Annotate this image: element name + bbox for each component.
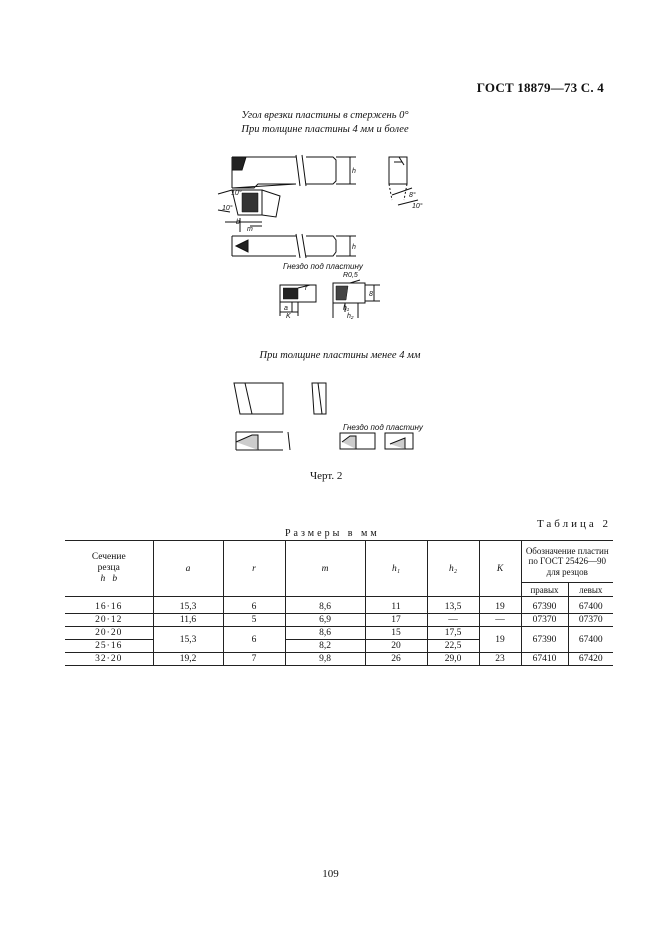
cell-left: 07370: [567, 613, 613, 627]
cell-m: 8,2: [284, 639, 366, 653]
cell-h1: 17: [364, 613, 428, 627]
cell-left: 67400: [567, 626, 613, 653]
table-row: 32·20 19,2 7 9,8 26 29,0 23 67410 67420: [65, 652, 613, 666]
table-label: Таблица 2: [536, 518, 611, 530]
header-m: m: [284, 540, 366, 597]
cell-h2: 22,5: [426, 639, 479, 653]
cell-h1: 15: [364, 626, 428, 640]
cutter-drawing-thin: [233, 382, 414, 451]
cell-section: 20·12: [65, 613, 154, 627]
header-left: левых: [567, 582, 613, 597]
dim-r05-label: R0,5: [343, 272, 358, 279]
cell-h2: 17,5: [426, 626, 480, 640]
cell-a: 19,2: [152, 652, 224, 666]
dim-b-label: b: [236, 219, 240, 226]
page-number: 109: [322, 868, 339, 880]
dim-a-label: a: [284, 305, 288, 312]
cell-k: —: [478, 613, 522, 627]
seat-label-top: Гнездо под пластину: [283, 262, 363, 271]
dim-angle-10-label: 10°: [231, 189, 242, 197]
header-h1: h₁: [364, 540, 428, 597]
table-row: 25·16 8,2 20 22,5: [65, 639, 613, 653]
cell-k: 19: [478, 601, 522, 614]
header-right: правых: [521, 582, 569, 597]
figure-caption-line1: Угол врезки пластины в стержень 0°: [241, 110, 409, 121]
figure-caption: Черт. 2: [310, 470, 343, 482]
table-row: 16·16 15,3 6 8,6 11 13,5 19 67390 67400: [65, 601, 613, 614]
dim-h1-label: h₁: [343, 305, 350, 312]
seat-label-bottom: Гнездо под пластину: [343, 423, 423, 432]
header-r: r: [222, 540, 286, 597]
cell-h1: 11: [364, 601, 428, 614]
cell-a: 11,6: [152, 613, 224, 627]
cell-section: 32·20: [65, 652, 154, 666]
cell-right: 67390: [520, 601, 569, 614]
cell-m: 8,6: [284, 626, 366, 640]
table-row: 20·20 15,3 6 8,6 15 17,5 19 67390 67400: [65, 626, 613, 653]
cell-h2: 13,5: [426, 601, 480, 614]
cell-a: 15,3: [152, 626, 224, 653]
cutter-drawing-thick: h 10° 10° 8° 10° m b h r R0,5 a K h₁ h₂ …: [217, 154, 423, 320]
cell-r: 6: [222, 601, 286, 614]
header-section-sub: h b: [100, 574, 118, 584]
cell-h2: 29,0: [426, 652, 480, 666]
header-a: a: [152, 540, 224, 597]
cell-r: 7: [222, 652, 286, 666]
cell-section: 16·16: [65, 601, 154, 614]
cell-h1: 26: [364, 652, 428, 666]
dim-angle-8-label: 8°: [409, 191, 416, 199]
cell-right: 67410: [520, 652, 569, 666]
cell-k: 19: [478, 626, 522, 653]
dim-e-label: 8: [369, 291, 373, 298]
cell-r: 5: [222, 613, 286, 627]
table-units: Размеры в мм: [285, 528, 380, 539]
header-k: K: [478, 540, 522, 597]
dim-angle-10c-label: 10°: [412, 202, 423, 210]
table-row: 20·12 11,6 5 6,9 17 — — 07370 07370: [65, 613, 613, 627]
cell-right: 67390: [520, 626, 569, 653]
dim-m-label: m: [247, 226, 253, 233]
cell-right: 07370: [520, 613, 569, 627]
cell-h1: 20: [364, 639, 428, 653]
header-section: Сечение резца h b: [65, 540, 154, 597]
cell-left: 67420: [567, 652, 613, 666]
dim-h-label: h: [352, 168, 356, 175]
cell-h2: —: [426, 613, 480, 627]
cell-a: 15,3: [152, 601, 224, 614]
page-header: ГОСТ 18879—73 С. 4: [476, 80, 604, 95]
figure-caption-line2: При толщине пластины 4 мм и более: [241, 124, 409, 135]
cell-m: 9,8: [284, 652, 366, 666]
header-section-label: Сечение резца: [91, 552, 126, 573]
cell-r: 6: [222, 626, 286, 653]
dim-angle-10b-label: 10°: [222, 204, 233, 212]
dimensions-table: Сечение резца h b a r m h₁ h₂ K Обозначе…: [65, 540, 613, 666]
cell-section: 25·16: [65, 639, 154, 653]
dim-k-label: K: [286, 313, 291, 320]
dim-r-label: r: [305, 285, 308, 292]
cell-m: 6,9: [284, 613, 366, 627]
header-designation: Обозначение пластин по ГОСТ 25426—90 для…: [520, 540, 613, 583]
header-h2: h₂: [426, 540, 480, 597]
cell-m: 8,6: [284, 601, 366, 614]
cell-k: 23: [478, 652, 522, 666]
dim-h2-label: h: [352, 244, 356, 251]
cell-section: 20·20: [65, 626, 154, 640]
figure-caption-thin: При толщине пластины менее 4 мм: [259, 350, 421, 361]
cell-left: 67400: [567, 601, 613, 614]
dim-h2b-label: h₂: [347, 313, 354, 320]
